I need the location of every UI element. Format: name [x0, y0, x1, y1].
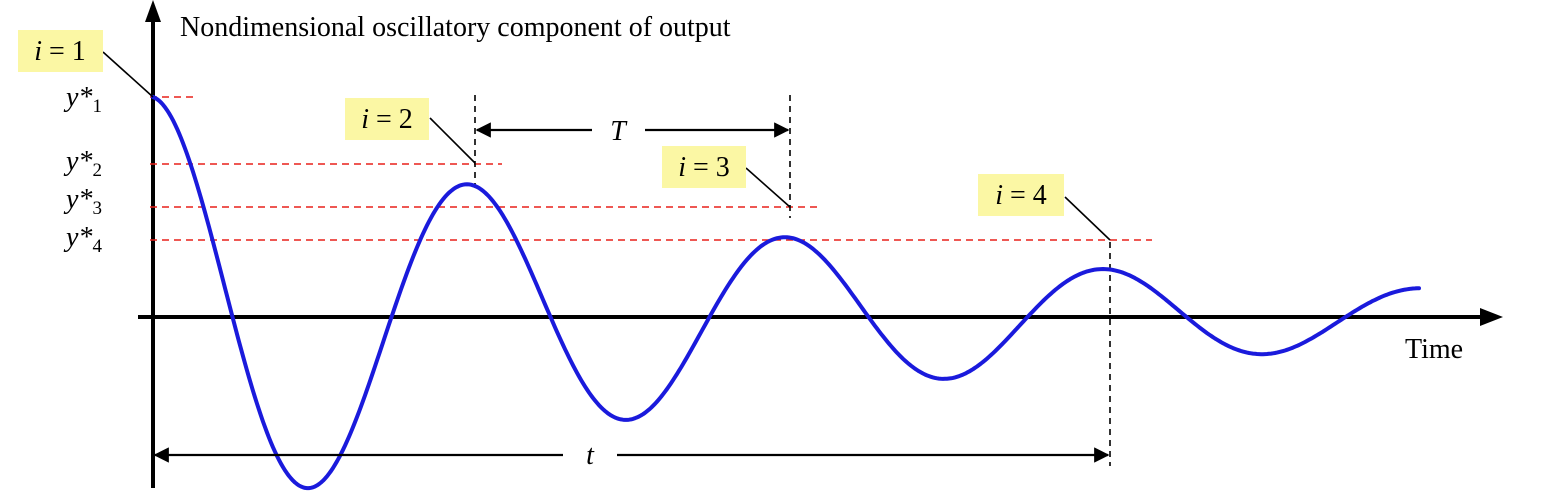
y-axis-arrowhead [145, 0, 161, 22]
peak-4-leader [1064, 196, 1111, 241]
amplitude-label-3: y*3 [63, 184, 102, 219]
peak-3-leader [745, 167, 791, 208]
amplitude-label-4: y*4 [63, 222, 102, 257]
peak-label-1: i = 1 [18, 30, 103, 72]
time-span-label: t [586, 440, 595, 471]
svg-text:i = 3: i = 3 [678, 152, 730, 183]
x-axis-arrowhead [1480, 308, 1503, 326]
amplitude-label-1: y*1 [63, 82, 102, 117]
peak-1-leader [102, 51, 154, 98]
peak-label-2: i = 2 [345, 98, 429, 140]
svg-text:i = 1: i = 1 [34, 36, 86, 67]
diagram-title: Nondimensional oscillatory component of … [180, 12, 731, 43]
peak-2-leader [429, 117, 476, 164]
svg-text:i = 2: i = 2 [361, 104, 413, 135]
x-axis-label: Time [1405, 334, 1463, 365]
oscillation-curve [151, 95, 1421, 491]
period-label: T [610, 116, 628, 147]
amplitude-label-2: y*2 [63, 146, 102, 181]
peak-label-3: i = 3 [662, 146, 746, 188]
svg-text:i = 4: i = 4 [995, 180, 1047, 211]
peak-label-4: i = 4 [978, 174, 1064, 216]
